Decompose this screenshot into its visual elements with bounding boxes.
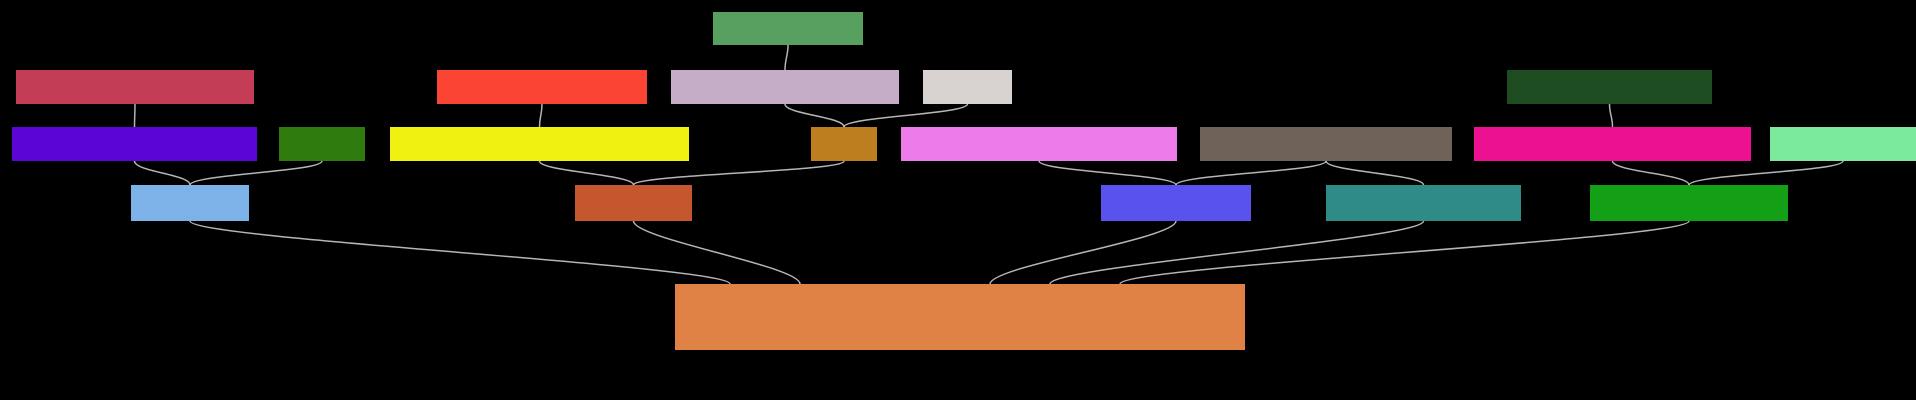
graph-node-n-crimson[interactable] xyxy=(16,70,254,104)
graph-edge-n-smallgreen-to-n-lightblue xyxy=(189,160,323,186)
graph-node-n-lightblue[interactable] xyxy=(131,185,249,221)
graph-edge-n-dimgray-to-n-teal xyxy=(1325,160,1425,186)
graph-edge-n-goldenrod-to-n-chocolate xyxy=(632,160,845,186)
graph-edge-n-deeppink-to-n-green xyxy=(1611,160,1690,186)
graph-edge-n-red-to-n-yellow xyxy=(538,103,543,128)
graph-edge-n-green-to-n-root xyxy=(1119,220,1690,285)
graph-node-n-smallgreen[interactable] xyxy=(279,127,365,161)
graph-edge-n-lightblue-to-n-root xyxy=(189,220,731,285)
graph-edge-n-yellow-to-n-chocolate xyxy=(538,160,635,186)
graph-edge-n-violet-to-n-royalblue xyxy=(1038,160,1177,186)
graph-node-n-lightgray[interactable] xyxy=(923,70,1012,104)
graph-node-n-red[interactable] xyxy=(437,70,647,104)
graph-edge-n-crimson-to-n-purple xyxy=(133,103,136,128)
graph-node-n-green-top[interactable] xyxy=(713,12,863,45)
graph-edge-n-lightgray-to-n-goldenrod xyxy=(843,103,969,128)
graph-node-n-teal[interactable] xyxy=(1326,185,1521,221)
graph-node-n-thistle[interactable] xyxy=(671,70,899,104)
graph-node-n-green[interactable] xyxy=(1590,185,1788,221)
graph-node-n-purple[interactable] xyxy=(12,127,257,161)
graph-node-n-goldenrod[interactable] xyxy=(811,127,877,161)
graph-edge-n-royalblue-to-n-root xyxy=(989,220,1177,285)
graph-node-n-royalblue[interactable] xyxy=(1101,185,1251,221)
graph-node-n-dimgray[interactable] xyxy=(1200,127,1452,161)
graph-edge-n-darkgreen-to-n-deeppink xyxy=(1608,103,1614,128)
graph-edge-n-thistle-to-n-goldenrod xyxy=(784,103,845,128)
graph-node-n-deeppink[interactable] xyxy=(1474,127,1751,161)
graph-edge-n-chocolate-to-n-root xyxy=(632,220,801,285)
graph-edge-n-teal-to-n-root xyxy=(1049,220,1425,285)
graph-edge-n-purple-to-n-lightblue xyxy=(133,160,191,186)
graph-node-n-root[interactable] xyxy=(675,284,1245,350)
graph-node-n-lightgreen[interactable] xyxy=(1770,127,1916,161)
graph-node-n-violet[interactable] xyxy=(901,127,1177,161)
graph-node-n-chocolate[interactable] xyxy=(575,185,692,221)
graph-node-n-darkgreen[interactable] xyxy=(1507,70,1712,104)
graph-edge-n-green-top-to-n-thistle xyxy=(784,44,789,71)
graph-edge-n-dimgray-to-n-royalblue xyxy=(1175,160,1327,186)
graph-node-n-yellow[interactable] xyxy=(390,127,689,161)
graph-edge-n-lightgreen-to-n-green xyxy=(1688,160,1844,186)
